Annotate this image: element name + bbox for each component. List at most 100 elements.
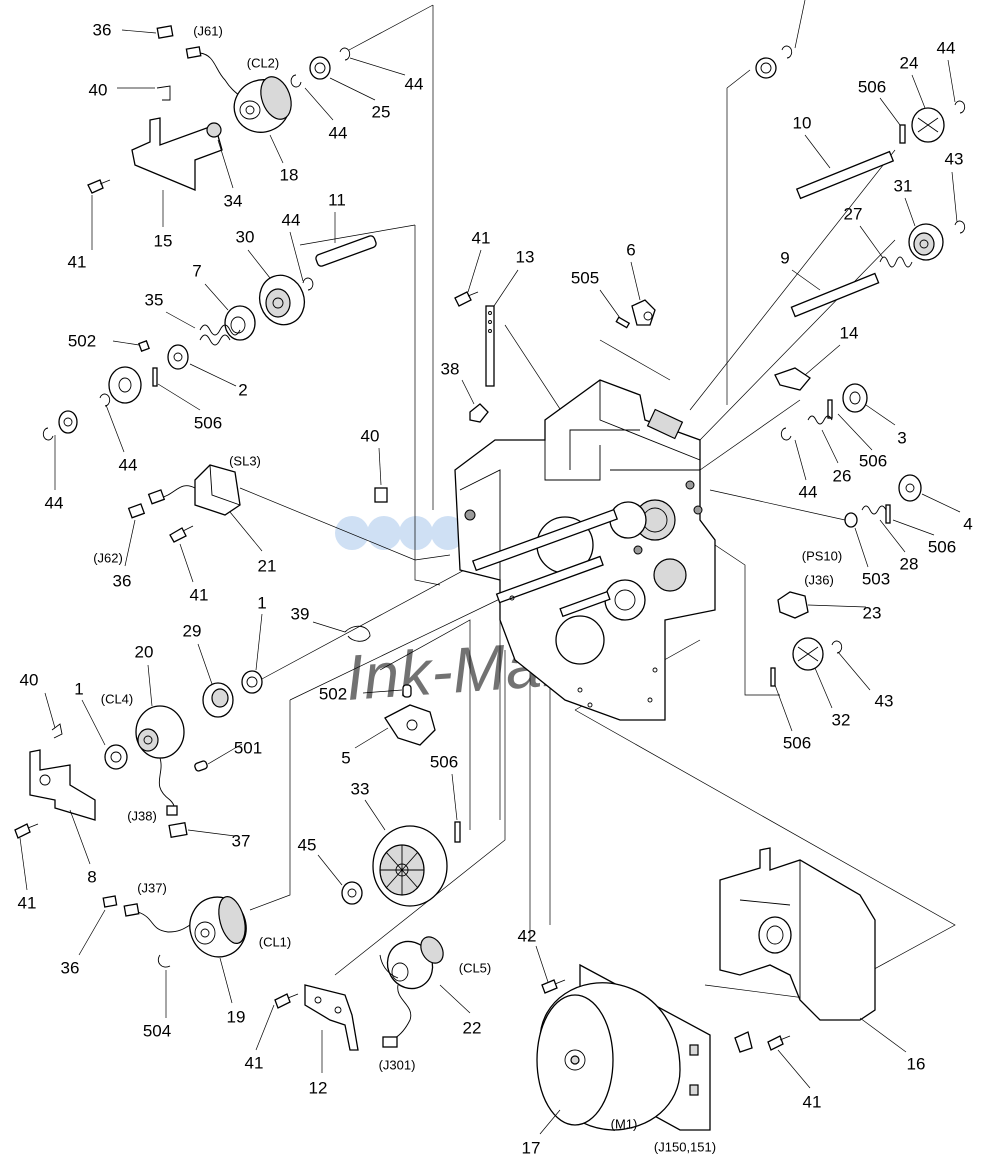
callout-c36c: 36 [61,959,80,978]
callout-c9: 9 [780,249,789,268]
callout-c29: 29 [183,622,202,641]
callout-c41c: 41 [472,229,491,248]
callout-c34: 34 [224,192,243,211]
callout-c506b: 506 [858,78,886,97]
callout-c1a: 1 [257,594,266,613]
callout-labels: 3640411534184425441144307355022506444440… [18,21,973,1158]
callout-c28: 28 [900,555,919,574]
callout-c41d: 41 [18,894,37,913]
connector-label-j36: (J36) [804,573,834,588]
callout-c504: 504 [143,1022,171,1041]
callout-c1b: 1 [74,680,83,699]
callout-c8: 8 [87,868,96,887]
callout-c12: 12 [309,1079,328,1098]
callout-c3: 3 [897,429,906,448]
callout-c41f: 41 [803,1093,822,1112]
callout-c41e: 41 [245,1054,264,1073]
leaders-right [774,59,961,732]
callout-c40c: 40 [20,671,39,690]
callout-c6: 6 [626,241,635,260]
connector-label-j38: (J38) [127,809,157,824]
callout-c38: 38 [441,360,460,379]
callout-c14: 14 [840,324,859,343]
right-upper-parts [755,45,966,687]
callout-c45: 45 [298,836,317,855]
callout-c18: 18 [280,166,299,185]
connector-label-cl1: (CL1) [259,935,292,950]
callout-c22: 22 [463,1019,482,1038]
main-frame [454,379,716,721]
solenoid-sl3-group [127,464,388,543]
connector-label-m1: (M1) [611,1117,638,1132]
callout-c35: 35 [145,291,164,310]
callout-c5: 5 [341,749,350,768]
connector-label-j37: (J37) [137,881,167,896]
callout-c506c: 506 [859,452,887,471]
callout-c21: 21 [258,557,277,576]
leaders-left-upper [54,212,336,490]
connector-label-j62: (J62) [93,551,123,566]
callout-c44b: 44 [405,75,424,94]
callout-c43b: 43 [875,692,894,711]
callout-c44c: 44 [282,211,301,230]
callout-c31: 31 [894,177,913,196]
callout-c11: 11 [328,191,346,210]
callout-c23: 23 [863,604,882,623]
callout-c41b: 41 [190,586,209,605]
callout-c32: 32 [832,711,851,730]
callout-c505: 505 [571,269,599,288]
callout-c30: 30 [236,228,255,247]
callout-c506f: 506 [430,753,458,772]
gear-train-left-upper [42,235,377,441]
center-top-parts [454,291,656,423]
callout-c37: 37 [232,832,251,851]
callout-c44a: 44 [329,124,348,143]
connector-label-sl3: (SL3) [229,454,261,469]
callout-c44f: 44 [937,39,956,58]
clutch-cl2-group [87,25,351,194]
callout-c10: 10 [793,114,812,133]
callout-c44d: 44 [119,456,138,475]
callout-c36a: 36 [93,21,112,40]
connector-label-cl4: (CL4) [101,692,134,707]
callout-c33: 33 [351,780,370,799]
center-lower-parts [341,684,461,907]
callout-c20: 20 [135,643,154,662]
connector-label-cl2: (CL2) [247,56,280,71]
clutch-cl4-group [14,625,371,839]
clutch-cl1-group [102,895,247,968]
connector-labels: (J61) (CL2) (SL3) (J62) (PS10) (J36) (CL4) (J38… [93,24,842,1155]
callout-c4: 4 [963,515,972,534]
connector-label-ps10: (PS10) [802,549,842,564]
callout-c13: 13 [516,248,535,267]
callout-c506e: 506 [783,734,811,753]
callout-c42: 42 [518,927,537,946]
callout-c36b: 36 [113,572,132,591]
leaders-center-lower [317,689,458,886]
callout-c502a: 502 [68,332,96,351]
callout-c26: 26 [833,467,852,486]
leaders-motor [535,945,907,1135]
leaders-solenoid [124,447,382,583]
callout-c27: 27 [844,205,863,224]
clutch-cl5-group [274,936,444,1051]
callout-c506d: 506 [928,538,956,557]
callout-c39: 39 [291,605,310,624]
callout-c43a: 43 [945,150,964,169]
connector-label-j150: (J150,151) [654,1140,716,1155]
callout-c15: 15 [154,232,173,251]
connector-label-j61: (J61) [193,24,223,39]
callout-c40b: 40 [361,427,380,446]
callout-c25: 25 [372,103,391,122]
leaders-center-top [461,249,641,405]
connector-label-j301: (J301) [379,1058,416,1073]
callout-c7: 7 [192,262,201,281]
callout-c503: 503 [862,570,890,589]
callout-c44g: 44 [799,483,818,502]
callout-c44e: 44 [45,494,64,513]
callout-c506a: 506 [194,414,222,433]
callout-c2: 2 [238,381,247,400]
leaders-cl5 [255,984,471,1073]
callout-c501: 501 [234,739,262,758]
